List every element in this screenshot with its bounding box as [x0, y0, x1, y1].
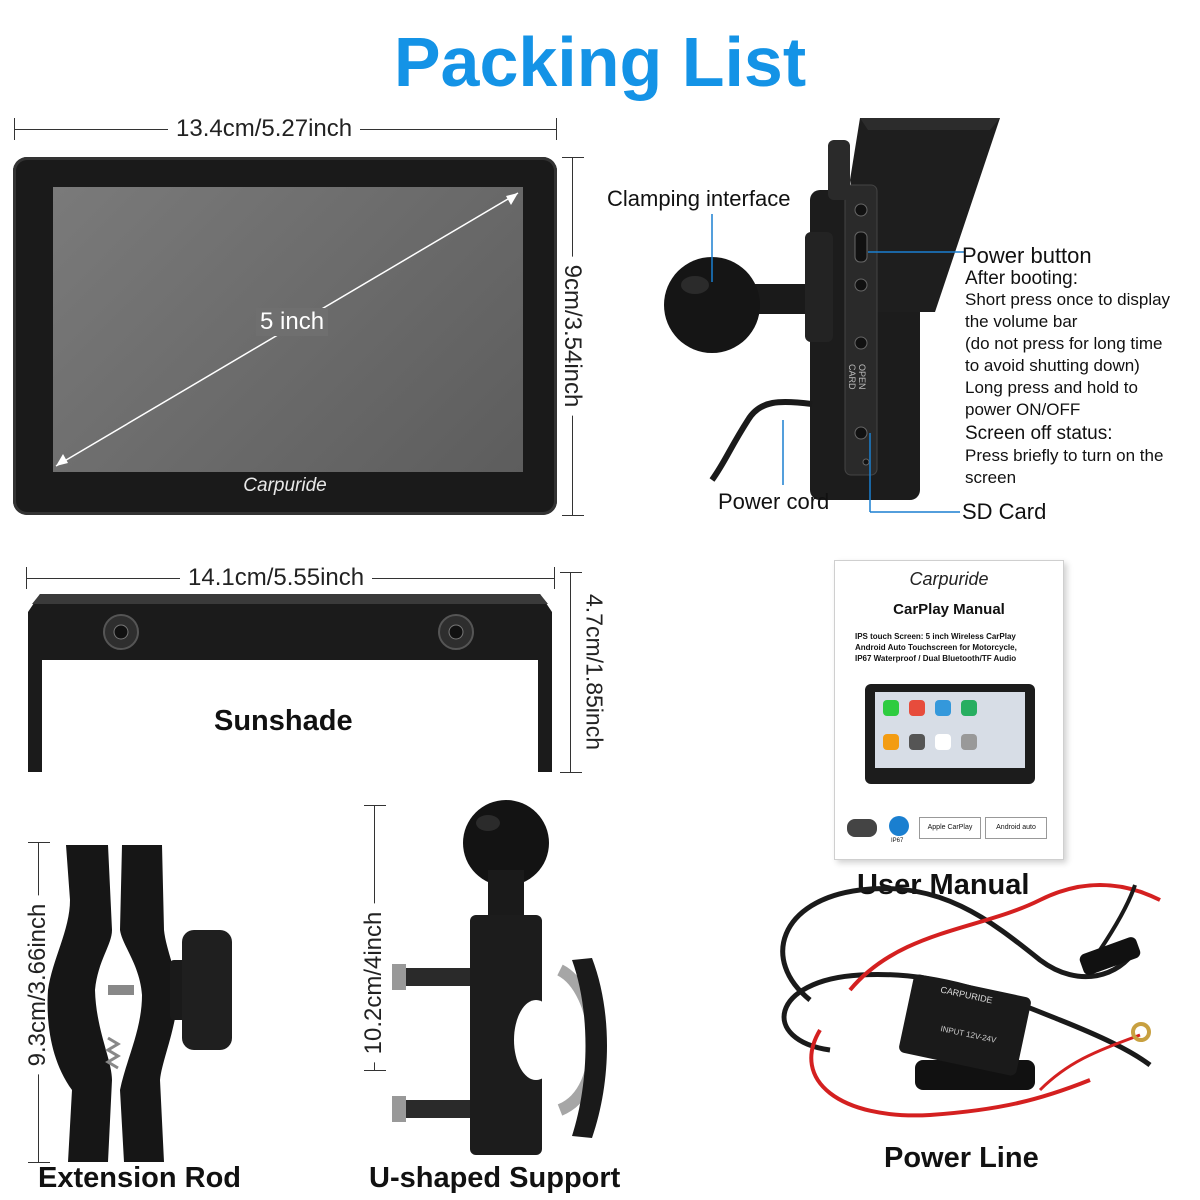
manual-desc-line: IP67 Waterproof / Dual Bluetooth/TF Audi… — [855, 654, 1017, 663]
dim-tick — [562, 157, 584, 158]
note-line: Press briefly to turn on the — [965, 446, 1164, 465]
dim-tick — [560, 572, 582, 573]
sunshade-caption: Sunshade — [214, 705, 353, 737]
maps-app-icon — [935, 700, 951, 716]
apple-carplay-badge: Apple CarPlay — [919, 817, 981, 839]
dim-tick — [28, 842, 50, 843]
manual-brand-logo: Carpuride — [909, 569, 989, 589]
note-line: (do not press for long time — [965, 334, 1163, 353]
dim-tick — [364, 1070, 386, 1071]
sunshade-width-dim: 14.1cm/5.55inch — [180, 564, 373, 592]
screen-device: Carpuride — [13, 157, 557, 515]
power-cord-label: Power cord — [718, 489, 830, 514]
dim-tick — [14, 118, 15, 140]
manual-desc-line: IPS touch Screen: 5 inch Wireless CarPla… — [855, 632, 1016, 641]
ip67-label: IP67 — [891, 838, 904, 844]
music-app-icon — [909, 700, 925, 716]
screen-off-status-label: Screen off status: — [965, 423, 1113, 444]
photos-app-icon — [883, 734, 899, 750]
note-line: Short press once to display — [965, 290, 1171, 309]
dim-tick — [560, 772, 582, 773]
note-line: Long press and hold to — [965, 378, 1138, 397]
note-line: power ON/OFF — [965, 400, 1081, 419]
android-auto-badge: Android auto — [985, 817, 1047, 839]
manual-description: IPS touch Screen: 5 inch Wireless CarPla… — [855, 631, 1055, 664]
user-manual-caption: User Manual — [857, 869, 1030, 901]
dim-tick — [562, 515, 584, 516]
user-manual-booklet: Carpuride CarPlay Manual IPS touch Scree… — [834, 560, 1064, 860]
messages-app-icon — [961, 700, 977, 716]
ip67-icon — [889, 816, 909, 836]
phone-app-icon — [883, 700, 899, 716]
screen-diagonal-label: 5 inch — [256, 308, 329, 336]
note-line: screen — [965, 468, 1017, 487]
after-booting-label: After booting: — [965, 268, 1079, 289]
after-booting-notes: Short press once to display the volume b… — [965, 289, 1200, 421]
dim-tick — [28, 1162, 50, 1163]
sunshade-height-dim-line — [570, 572, 571, 772]
dim-tick — [364, 805, 386, 806]
dim-tick — [556, 118, 557, 140]
manual-device-image — [865, 684, 1035, 784]
power-line-caption: Power Line — [884, 1142, 1039, 1174]
dim-tick — [26, 567, 27, 589]
settings-app-icon — [961, 734, 977, 750]
calendar-app-icon — [935, 734, 951, 750]
screen-off-notes: Press briefly to turn on the screen — [965, 445, 1200, 489]
extension-rod-caption: Extension Rod — [38, 1162, 242, 1194]
manual-title: CarPlay Manual — [893, 601, 1005, 618]
manual-desc-line: Android Auto Touchscreen for Motorcycle, — [855, 643, 1017, 652]
open-card-label: OPEN CARD — [847, 364, 867, 390]
screen-width-dim: 13.4cm/5.27inch — [168, 115, 361, 143]
dim-tick — [554, 567, 555, 589]
motorcycle-icon — [847, 819, 877, 837]
u-support-caption: U-shaped Support — [369, 1162, 621, 1194]
sd-card-label: SD Card — [962, 499, 1047, 524]
clamping-interface-label: Clamping interface — [607, 186, 791, 211]
manual-screen — [875, 692, 1025, 768]
power-button-label: Power button — [962, 243, 1092, 268]
note-line: to avoid shutting down) — [965, 356, 1140, 375]
camera-app-icon — [909, 734, 925, 750]
page-title: Packing List — [393, 23, 807, 101]
screen-brand-logo: Carpuride — [243, 475, 327, 496]
note-line: the volume bar — [965, 312, 1078, 331]
